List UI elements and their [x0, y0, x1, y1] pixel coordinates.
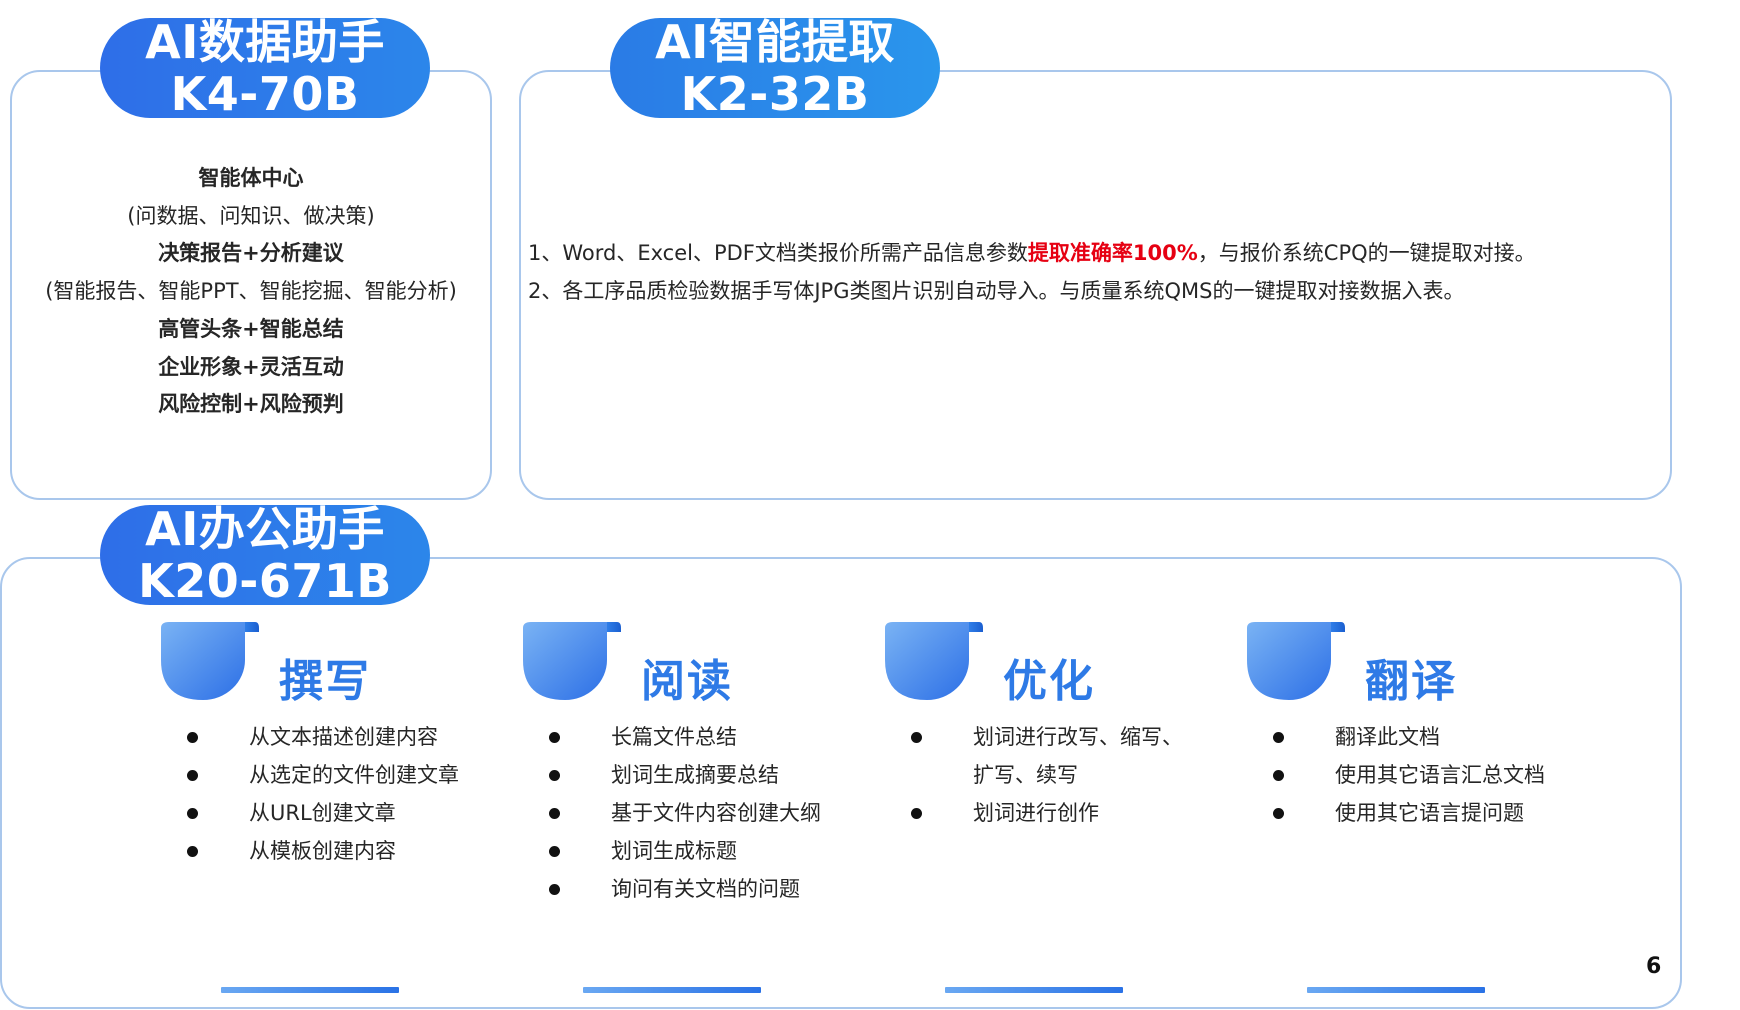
list-item: 使用其它语言汇总文档	[1269, 756, 1545, 794]
list-item: 翻译此文档	[1269, 718, 1545, 756]
document-badge-icon	[161, 622, 259, 700]
category-write: 撰写 从文本描述创建内容 从选定的文件创建文章 从URL创建文章 从模板创建内容	[161, 620, 501, 1010]
extraction-line-1-prefix: 1、Word、Excel、PDF文档类报价所需产品信息参数	[528, 241, 1028, 265]
list-item: 划词进行创作	[907, 794, 1183, 832]
feature-note: (问数据、问知识、做决策)	[127, 203, 375, 228]
office-assistant-title: AI办公助手	[145, 502, 385, 556]
list-item: 从文本描述创建内容	[183, 718, 459, 756]
list-item: 询问有关文档的问题	[545, 870, 821, 908]
data-assistant-title: AI数据助手	[145, 15, 385, 69]
data-assistant-header: AI数据助手 K4-70B	[100, 15, 430, 121]
category-items: 翻译此文档 使用其它语言汇总文档 使用其它语言提问题	[1269, 718, 1545, 832]
accuracy-highlight: 提取准确率100%	[1027, 241, 1198, 265]
extraction-description: 1、Word、Excel、PDF文档类报价所需产品信息参数提取准确率100%，与…	[528, 234, 1658, 310]
data-assistant-panel	[10, 70, 492, 500]
list-item-continuation: 扩写、续写	[973, 763, 1078, 787]
category-read: 阅读 长篇文件总结 划词生成摘要总结 基于文件内容创建大纲 划词生成标题 询问有…	[523, 620, 863, 1010]
feature-line: 高管头条+智能总结	[158, 316, 344, 341]
list-item: 从模板创建内容	[183, 832, 459, 870]
extraction-model: K2-32B	[680, 67, 870, 121]
list-item: 从URL创建文章	[183, 794, 459, 832]
accent-bar	[945, 987, 1123, 993]
extraction-line-1-suffix: ，与报价系统CPQ的一键提取对接。	[1197, 241, 1536, 265]
category-title: 阅读	[641, 656, 733, 707]
category-items: 长篇文件总结 划词生成摘要总结 基于文件内容创建大纲 划词生成标题 询问有关文档…	[545, 718, 821, 908]
extraction-header: AI智能提取 K2-32B	[610, 15, 940, 121]
data-assistant-model: K4-70B	[170, 67, 360, 121]
document-badge-icon	[523, 622, 621, 700]
document-badge-icon	[1247, 622, 1345, 700]
office-assistant-model: K20-671B	[138, 554, 392, 608]
list-item: 长篇文件总结	[545, 718, 821, 756]
extraction-line-2: 2、各工序品质检验数据手写体JPG类图片识别自动导入。与质量系统QMS的一键提取…	[528, 279, 1465, 303]
category-translate: 翻译 翻译此文档 使用其它语言汇总文档 使用其它语言提问题	[1247, 620, 1587, 1010]
accent-bar	[221, 987, 399, 993]
list-item: 划词进行改写、缩写、	[907, 718, 1183, 756]
category-items: 从文本描述创建内容 从选定的文件创建文章 从URL创建文章 从模板创建内容	[183, 718, 459, 870]
accent-bar	[583, 987, 761, 993]
category-items: 划词进行改写、缩写、 扩写、续写 划词进行创作	[907, 718, 1183, 832]
data-assistant-feature-list: 智能体中心 (问数据、问知识、做决策) 决策报告+分析建议 (智能报告、智能PP…	[10, 160, 492, 424]
extraction-panel	[519, 70, 1672, 500]
category-title: 翻译	[1365, 656, 1457, 707]
document-badge-icon	[885, 622, 983, 700]
category-title: 优化	[1003, 656, 1095, 707]
feature-note: (智能报告、智能PPT、智能挖掘、智能分析)	[45, 279, 457, 304]
accent-bar	[1307, 987, 1485, 993]
list-item: 使用其它语言提问题	[1269, 794, 1545, 832]
feature-line: 风险控制+风险预判	[158, 392, 344, 417]
page-number: 6	[1646, 954, 1662, 979]
extraction-title: AI智能提取	[655, 15, 895, 69]
list-item: 划词生成摘要总结	[545, 756, 821, 794]
list-item: 划词生成标题	[545, 832, 821, 870]
feature-line: 企业形象+灵活互动	[158, 354, 344, 379]
feature-line: 智能体中心	[198, 166, 304, 190]
extraction-line-1: 1、Word、Excel、PDF文档类报价所需产品信息参数提取准确率100%，与…	[528, 234, 1658, 272]
category-title: 撰写	[279, 656, 371, 707]
list-item: 基于文件内容创建大纲	[545, 794, 821, 832]
list-item: 从选定的文件创建文章	[183, 756, 459, 794]
office-assistant-header: AI办公助手 K20-671B	[100, 502, 430, 608]
category-optimize: 优化 划词进行改写、缩写、 扩写、续写 划词进行创作	[885, 620, 1225, 1010]
feature-line: 决策报告+分析建议	[158, 241, 344, 266]
